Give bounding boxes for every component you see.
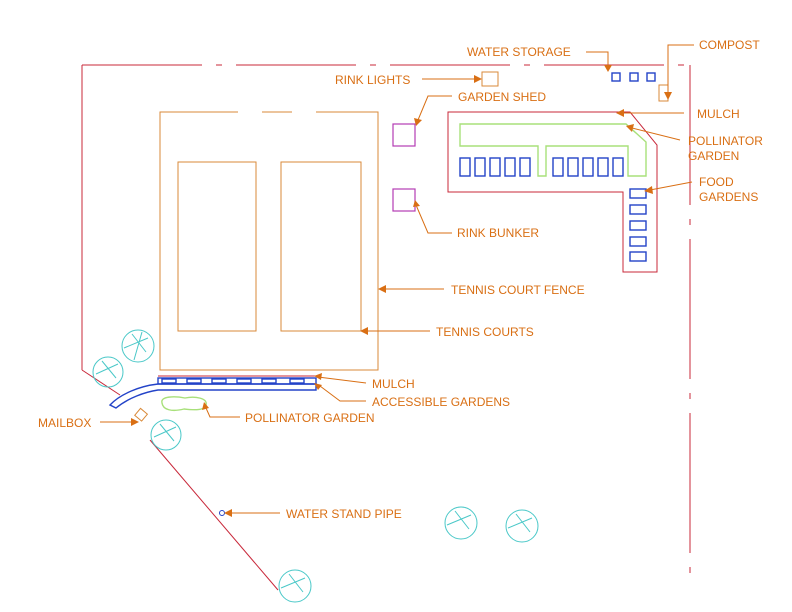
rink-lights [481, 71, 499, 87]
label-pollinator-garden-north-2: GARDEN [688, 149, 739, 163]
tree-icon [444, 506, 478, 540]
accessible-gardens [108, 375, 317, 409]
tree-icon [505, 509, 539, 543]
mulch-area-north [447, 111, 658, 273]
tree-icon [150, 419, 182, 451]
label-water-stand-pipe: WATER STAND PIPE [286, 507, 402, 521]
pollinator-garden-south [161, 396, 207, 412]
tree-icon [121, 329, 155, 363]
mailbox [134, 407, 149, 422]
label-accessible-gardens: ACCESSIBLE GARDENS [372, 395, 510, 409]
property-line [81, 64, 691, 591]
pollinator-garden-north [459, 123, 647, 177]
label-mulch-south: MULCH [372, 377, 415, 391]
tennis-court-right [280, 161, 362, 332]
label-food-gardens-2: GARDENS [699, 190, 758, 204]
tree-icon [278, 569, 312, 603]
water-storage [611, 72, 656, 82]
label-tennis-court-fence: TENNIS COURT FENCE [451, 283, 585, 297]
label-food-gardens-1: FOOD [699, 175, 734, 189]
rink-bunker [392, 188, 416, 212]
label-water-storage: WATER STORAGE [467, 45, 571, 59]
property-line-southwest [149, 439, 279, 591]
labels: WATER STORAGE COMPOST RINK LIGHTS GARDEN… [38, 38, 763, 521]
garden-shed [392, 123, 416, 147]
leader-lines [100, 44, 694, 517]
trees [92, 329, 539, 603]
tree-icon [92, 356, 124, 388]
water-stand-pipe [219, 510, 225, 516]
label-mulch-north: MULCH [697, 107, 740, 121]
label-rink-lights: RINK LIGHTS [335, 73, 410, 87]
label-compost: COMPOST [699, 38, 760, 52]
tennis-court-fence [159, 111, 379, 371]
label-rink-bunker: RINK BUNKER [457, 226, 539, 240]
label-pollinator-garden-south: POLLINATOR GARDEN [245, 411, 375, 425]
label-garden-shed: GARDEN SHED [458, 90, 546, 104]
label-tennis-courts: TENNIS COURTS [436, 325, 534, 339]
label-pollinator-garden-north-1: POLLINATOR [688, 134, 763, 148]
label-mailbox: MAILBOX [38, 416, 91, 430]
tennis-court-left [177, 161, 257, 332]
food-garden-beds [459, 157, 647, 262]
